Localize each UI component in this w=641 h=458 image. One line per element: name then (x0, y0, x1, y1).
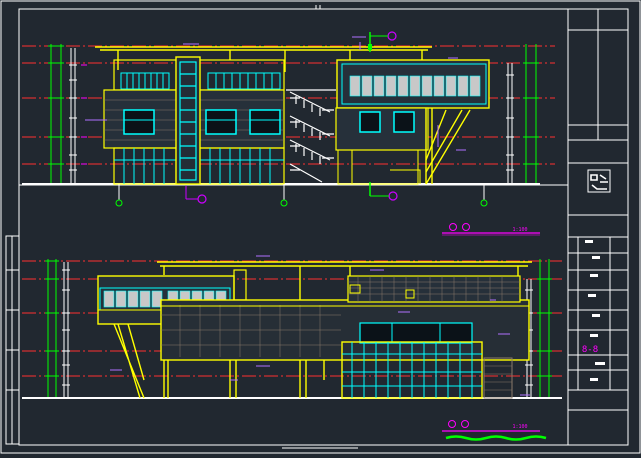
upper-elevation: 1:100 (22, 31, 555, 236)
lower-upper-right-block (347, 275, 521, 303)
upper-dimension-right (523, 44, 539, 184)
axis-marker-2 (280, 199, 288, 207)
logo-mark-icon (587, 169, 611, 193)
upper-central-tower (175, 56, 201, 185)
lower-roof-canopy (157, 261, 532, 300)
upper-axis-tags (185, 31, 398, 204)
lower-scale-label: 1:100 (512, 424, 527, 430)
upper-drawing-title: 1:100 (442, 223, 540, 236)
upper-level-marks-right (506, 63, 514, 184)
axis-marker-3 (480, 199, 488, 207)
axis-marker-1 (115, 199, 123, 207)
lower-dimension-left (45, 259, 59, 398)
upper-stair (286, 89, 336, 185)
lower-glazed-volume (341, 322, 513, 399)
title-block-entries (585, 240, 605, 381)
axis-tag-icon (387, 31, 397, 41)
upper-leader-lines (85, 36, 466, 151)
lower-elevation: 1:100 (22, 255, 562, 441)
upper-glazing-panels (349, 75, 481, 97)
lower-drawing-title: 1:100 (442, 420, 547, 441)
lower-glazing-panels (103, 290, 227, 308)
axis-tag-icon (388, 191, 398, 201)
axis-tag-icon (197, 194, 207, 204)
upper-roof-canopy (95, 46, 432, 72)
upper-axis-markers (115, 184, 488, 207)
upper-level-marks-left (69, 48, 87, 184)
title-block-logo (587, 169, 611, 193)
lower-main-body (160, 299, 530, 398)
lower-level-marks-left (62, 262, 70, 398)
lower-dimension-right (537, 259, 552, 398)
lower-leader-lines (110, 255, 530, 396)
sheet-center-tick (315, 5, 321, 9)
sheet-side-mark: 8-8 (582, 345, 598, 355)
upper-dimension-left (48, 44, 64, 185)
title-block (567, 8, 629, 446)
upper-right-block (335, 59, 490, 185)
upper-scale-label: 1:100 (512, 227, 527, 233)
